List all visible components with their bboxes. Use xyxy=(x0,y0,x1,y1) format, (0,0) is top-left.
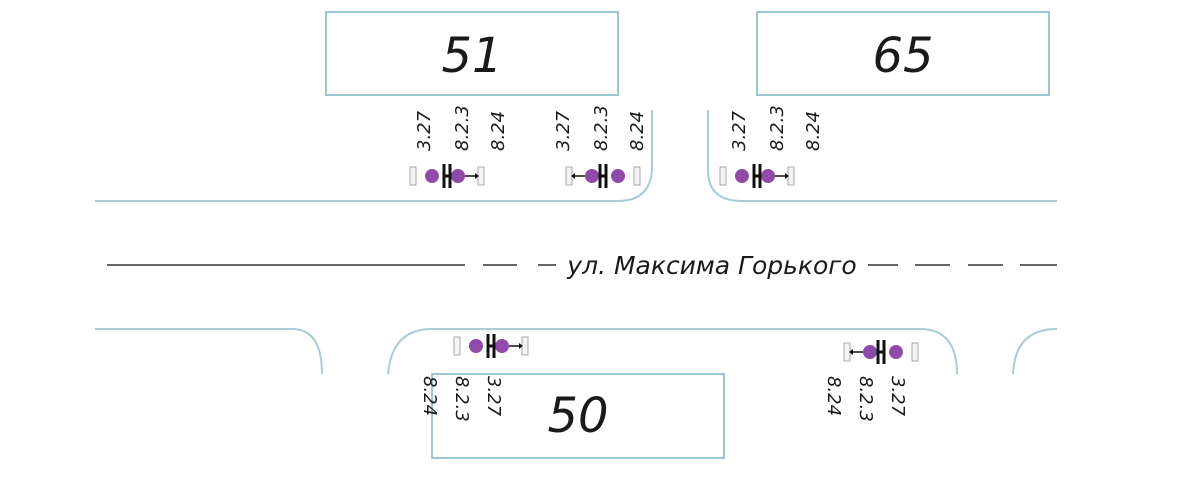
sign-8-24: 8.24 xyxy=(488,111,509,151)
bus-stop-south-2: 3.27 8.2.3 8.24 xyxy=(823,338,920,422)
road-edge-south-left xyxy=(95,328,323,375)
sign-3-27: 3.27 xyxy=(483,376,504,417)
road-edge-north-left xyxy=(95,110,653,202)
bus-stop-north-1: 3.27 8.2.3 8.24 xyxy=(408,105,509,190)
stop-marker-icon xyxy=(564,162,642,190)
sign-8-2-3: 8.2.3 xyxy=(767,105,788,151)
sign-8-2-3: 8.2.3 xyxy=(452,105,473,151)
building-outline xyxy=(325,11,619,96)
sign-label-group: 3.27 8.2.3 8.24 xyxy=(414,105,509,151)
sign-8-2-3: 8.2.3 xyxy=(451,376,472,422)
sign-label-group: 3.27 8.2.3 8.24 xyxy=(419,376,504,422)
stop-marker-icon xyxy=(408,162,486,190)
sign-8-24: 8.24 xyxy=(627,111,648,151)
street-name: ул. Максима Горького xyxy=(566,251,856,280)
sign-label-group: 3.27 8.2.3 8.24 xyxy=(729,105,824,151)
sign-3-27: 3.27 xyxy=(729,110,750,151)
stop-marker-icon xyxy=(718,162,796,190)
building-number: 50 xyxy=(547,388,608,444)
sign-8-24: 8.24 xyxy=(823,376,844,416)
road-edge-north-right xyxy=(707,110,1057,202)
building-50: 50 xyxy=(431,373,725,459)
road-edge-south-right xyxy=(1012,328,1058,375)
sign-label-group: 3.27 8.2.3 8.24 xyxy=(553,105,648,151)
sign-8-24: 8.24 xyxy=(419,376,440,416)
stop-marker-icon xyxy=(842,338,920,366)
bus-stop-south-1: 3.27 8.2.3 8.24 xyxy=(419,332,530,422)
building-number: 51 xyxy=(441,28,502,84)
sign-3-27: 3.27 xyxy=(414,110,435,151)
sign-8-2-3: 8.2.3 xyxy=(855,376,876,422)
building-65: 65 xyxy=(756,11,1050,96)
sign-8-24: 8.24 xyxy=(803,111,824,151)
bus-stop-north-2: 3.27 8.2.3 8.24 xyxy=(553,105,648,190)
building-51: 51 xyxy=(325,11,619,96)
stop-marker-icon xyxy=(452,332,530,360)
sign-8-2-3: 8.2.3 xyxy=(591,105,612,151)
sign-3-27: 3.27 xyxy=(553,110,574,151)
sign-label-group: 3.27 8.2.3 8.24 xyxy=(823,376,908,422)
building-outline xyxy=(431,373,725,459)
building-outline xyxy=(756,11,1050,96)
bus-stop-north-3: 3.27 8.2.3 8.24 xyxy=(718,105,824,190)
road-edge-south-middle xyxy=(387,328,958,375)
building-number: 65 xyxy=(872,28,933,84)
sign-3-27: 3.27 xyxy=(887,376,908,417)
road-edges xyxy=(95,110,1058,375)
